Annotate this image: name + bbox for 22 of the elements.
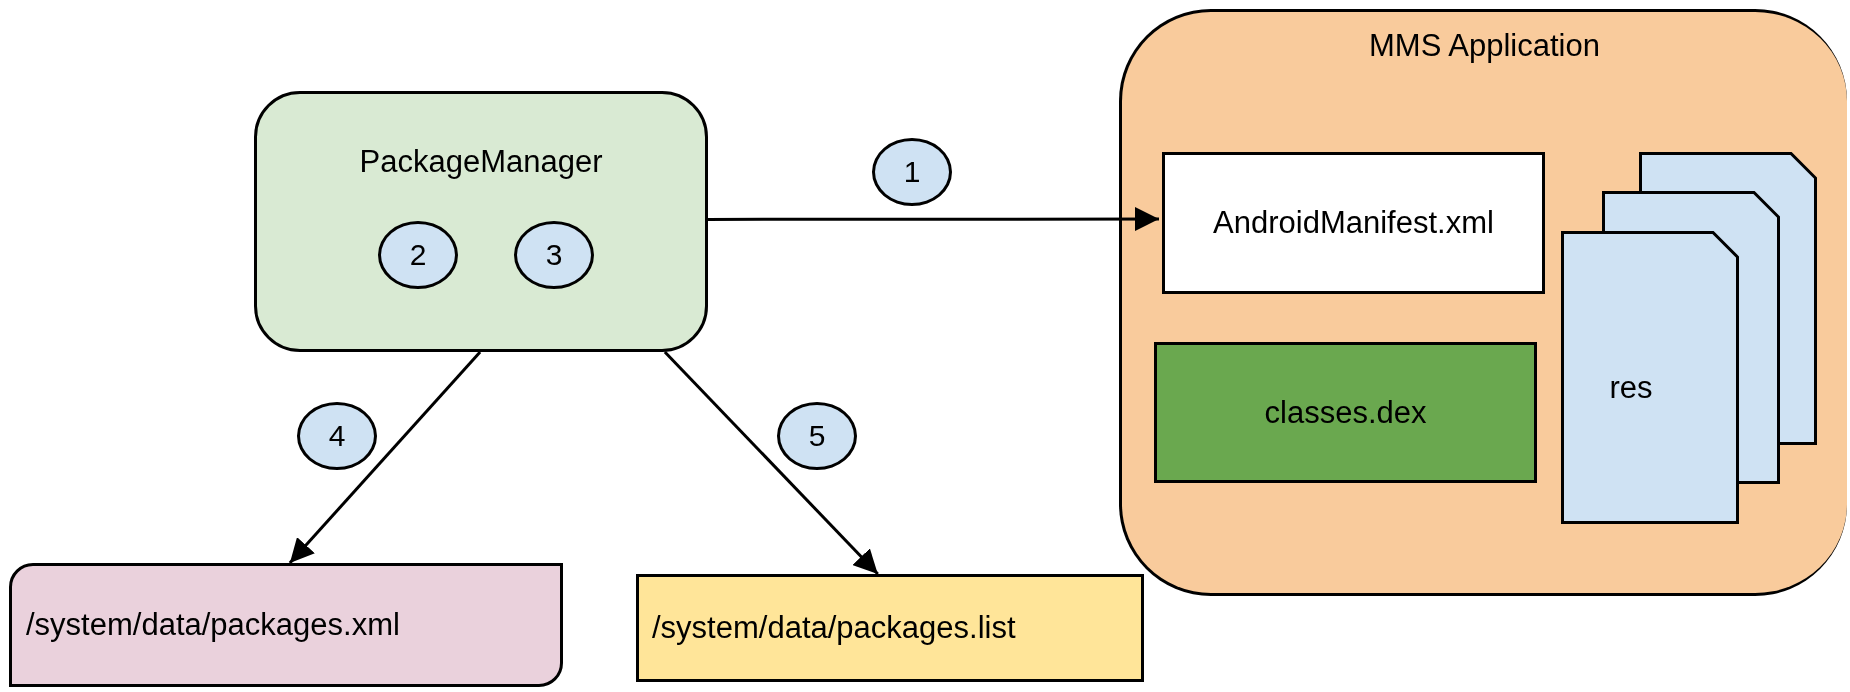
file-box bbox=[1162, 152, 1545, 294]
resource-pages-stack bbox=[1561, 152, 1819, 524]
arrow bbox=[288, 351, 482, 564]
file-box bbox=[1154, 342, 1537, 483]
node-label: /system/data/packages.list bbox=[652, 610, 1016, 646]
callout-digit: 1 bbox=[902, 154, 922, 190]
node-label: classes.dex bbox=[1263, 394, 1428, 431]
application-container bbox=[1119, 9, 1847, 596]
file-box bbox=[636, 574, 1144, 682]
component-box bbox=[254, 91, 708, 352]
callout-digit: 5 bbox=[807, 418, 827, 454]
callout-digit: 2 bbox=[408, 237, 428, 273]
node-label: AndroidManifest.xml bbox=[1212, 205, 1495, 241]
callout-digit: 3 bbox=[544, 237, 564, 273]
file-box bbox=[9, 563, 563, 687]
callout-digit: 4 bbox=[327, 418, 347, 454]
node-label: res bbox=[1608, 370, 1654, 406]
node-label: /system/data/packages.xml bbox=[26, 607, 400, 643]
node-label: PackageManager bbox=[358, 144, 604, 180]
arrow bbox=[708, 207, 1159, 232]
arrow bbox=[663, 350, 879, 576]
node-label: MMS Application bbox=[1368, 28, 1601, 64]
